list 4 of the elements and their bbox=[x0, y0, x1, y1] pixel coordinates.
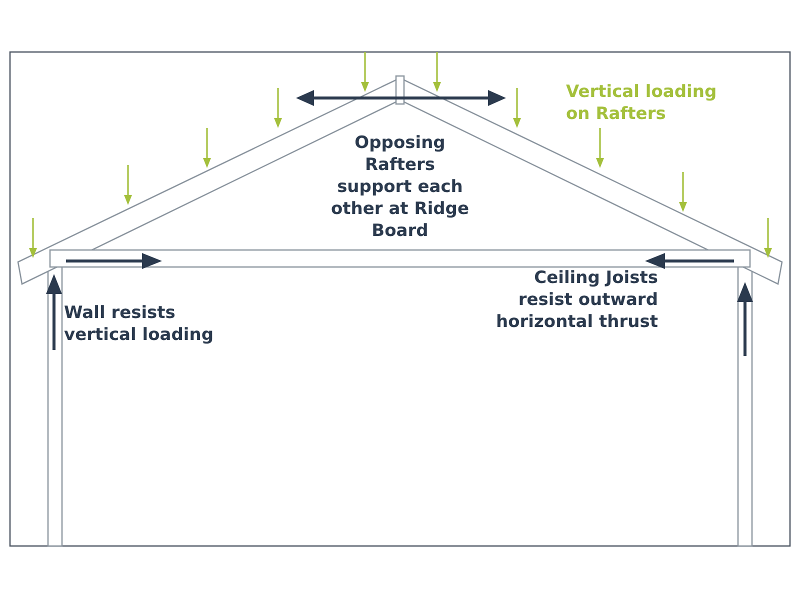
annotation-text: Vertical loading on Rafters bbox=[566, 81, 718, 125]
annotation-text: Wall resists vertical loading bbox=[64, 302, 214, 346]
annotation-text: Ceiling Joists resist outward horizontal thrust bbox=[495, 267, 658, 333]
annotation-text: Opposing Rafters support each other at Ridge Board bbox=[330, 132, 470, 242]
